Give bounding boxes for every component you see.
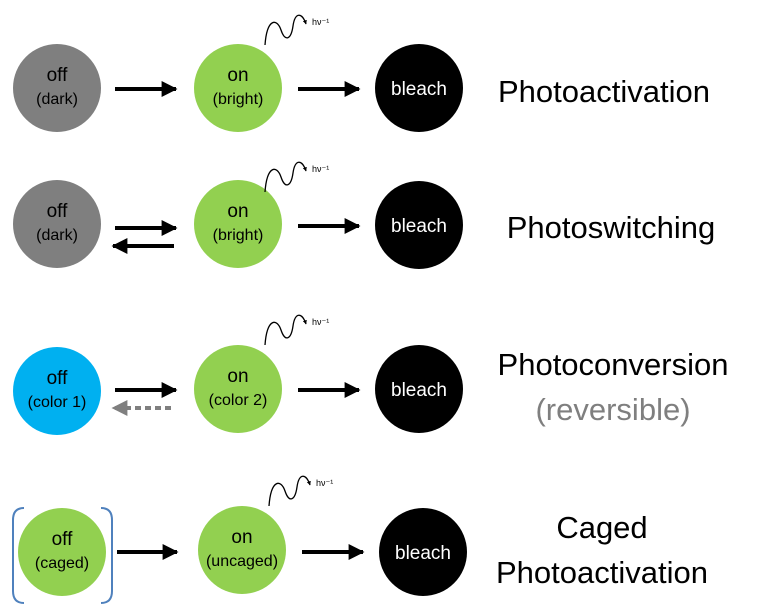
on-state-sublabel: (color 2) — [209, 392, 268, 409]
cage-right-bracket — [100, 507, 113, 604]
cage-left-bracket — [12, 507, 25, 604]
row-photoswitching: off (dark) on (bright) hν⁻¹ bleach Photo… — [13, 161, 716, 269]
photon-emission-icon: hν⁻¹ — [264, 314, 329, 346]
off-state-sublabel: (caged) — [35, 555, 89, 572]
off-state-caged-circle — [18, 508, 106, 596]
on-state-bright-circle — [194, 180, 282, 268]
on-state-sublabel: (uncaged) — [206, 553, 278, 570]
row-title: Photoconversion — [498, 347, 729, 382]
off-state-color1-circle — [13, 347, 101, 435]
bleach-label: bleach — [391, 216, 447, 237]
on-state-sublabel: (bright) — [213, 91, 264, 108]
bleach-label: bleach — [395, 543, 451, 564]
photon-label: hν⁻¹ — [312, 317, 329, 327]
photon-label: hν⁻¹ — [316, 478, 333, 488]
bleach-label: bleach — [391, 79, 447, 100]
bleach-state-circle — [375, 44, 463, 132]
off-state-sublabel: (dark) — [36, 91, 78, 108]
on-state-label: on — [227, 366, 248, 387]
bleach-state-circle — [375, 345, 463, 433]
on-state-label: on — [231, 527, 252, 548]
bleach-state-circle — [379, 508, 467, 596]
on-state-label: on — [227, 65, 248, 86]
on-state-sublabel: (bright) — [213, 227, 264, 244]
photon-label: hν⁻¹ — [312, 164, 329, 174]
photon-emission-icon: hν⁻¹ — [264, 14, 329, 46]
bleach-state-circle — [375, 181, 463, 269]
off-state-sublabel: (color 1) — [28, 394, 87, 411]
off-state-sublabel: (dark) — [36, 227, 78, 244]
off-state-dark-circle — [13, 44, 101, 132]
bleach-label: bleach — [391, 380, 447, 401]
off-state-dark-circle — [13, 180, 101, 268]
row-photoactivation: off (dark) on (bright) hν⁻¹ bleach Photo… — [13, 14, 710, 132]
off-state-label: off — [52, 529, 74, 550]
row-title: Caged — [556, 510, 647, 545]
row-photoconversion: off (color 1) on (color 2) hν⁻¹ bleach P… — [13, 314, 729, 435]
photon-emission-icon: hν⁻¹ — [268, 475, 333, 507]
row-title: Photoactivation — [498, 74, 710, 109]
row-subtitle: (reversible) — [535, 392, 690, 427]
row-subtitle: Photoactivation — [496, 555, 708, 590]
row-caged-photoactivation: off (caged) on (uncaged) hν⁻¹ bleach Cag… — [12, 475, 708, 604]
off-state-label: off — [47, 65, 69, 86]
row-title: Photoswitching — [507, 210, 716, 245]
photon-emission-icon: hν⁻¹ — [264, 161, 329, 193]
off-state-label: off — [47, 368, 69, 389]
on-state-bright-circle — [194, 44, 282, 132]
on-state-uncaged-circle — [198, 506, 286, 594]
on-state-label: on — [227, 201, 248, 222]
on-state-color2-circle — [194, 345, 282, 433]
photon-label: hν⁻¹ — [312, 17, 329, 27]
off-state-label: off — [47, 201, 69, 222]
